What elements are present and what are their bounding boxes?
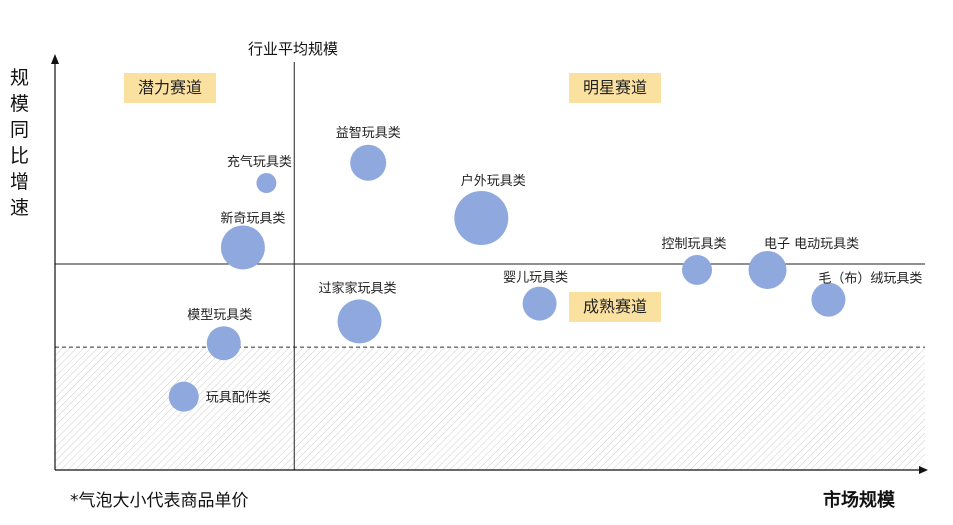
bubble-label: 益智玩具类 <box>336 126 401 141</box>
bubble-label: 电子 电动玩具类 <box>764 237 859 252</box>
y-axis-label-char: 增 <box>10 171 30 193</box>
bubble-point <box>206 326 241 361</box>
bubble-label: 玩具配件类 <box>206 391 271 406</box>
bubble-label: 过家家玩具类 <box>318 280 396 296</box>
bubble-label: 充气玩具类 <box>227 154 292 170</box>
bubble-label: 模型玩具类 <box>187 308 252 323</box>
reference-line-label: 行业平均规模 <box>248 40 339 58</box>
bubble-point <box>256 173 277 194</box>
bubble-point <box>454 191 509 245</box>
bubble-point <box>220 225 265 270</box>
low-growth-zone <box>55 347 925 470</box>
y-axis-label-char: 模 <box>10 93 30 115</box>
bubble-label: 新奇玩具类 <box>220 210 285 226</box>
y-axis-label-char: 比 <box>10 145 30 167</box>
x-axis-label: 市场规模 <box>823 490 895 511</box>
y-axis-label-char: 速 <box>10 197 30 219</box>
bubble-point <box>748 250 787 289</box>
x-axis-arrow-icon <box>919 466 928 474</box>
bubble-label: 户外玩具类 <box>461 173 526 189</box>
bubble-point <box>682 254 713 285</box>
quadrant-label-star: 明星赛道 <box>569 73 662 103</box>
quadrant-label-potential: 潜力赛道 <box>124 73 217 103</box>
y-axis-label-char: 规 <box>10 67 30 89</box>
bubble-size-footnote: *气泡大小代表商品单价 <box>70 491 249 511</box>
y-axis-label-char: 同 <box>10 119 30 141</box>
bubble-label: 婴儿玩具类 <box>503 271 568 286</box>
bubble-point <box>350 144 387 181</box>
bubble-label: 控制玩具类 <box>662 237 727 252</box>
bubble-point <box>168 381 199 412</box>
quadrant-label-mature: 成熟赛道 <box>569 292 662 322</box>
bubble-point <box>522 286 557 321</box>
y-axis-arrow-icon <box>51 54 59 64</box>
bubble-point <box>811 282 846 317</box>
bubble-label: 毛（布）绒玩具类 <box>818 272 922 287</box>
bubble-point <box>337 299 382 344</box>
